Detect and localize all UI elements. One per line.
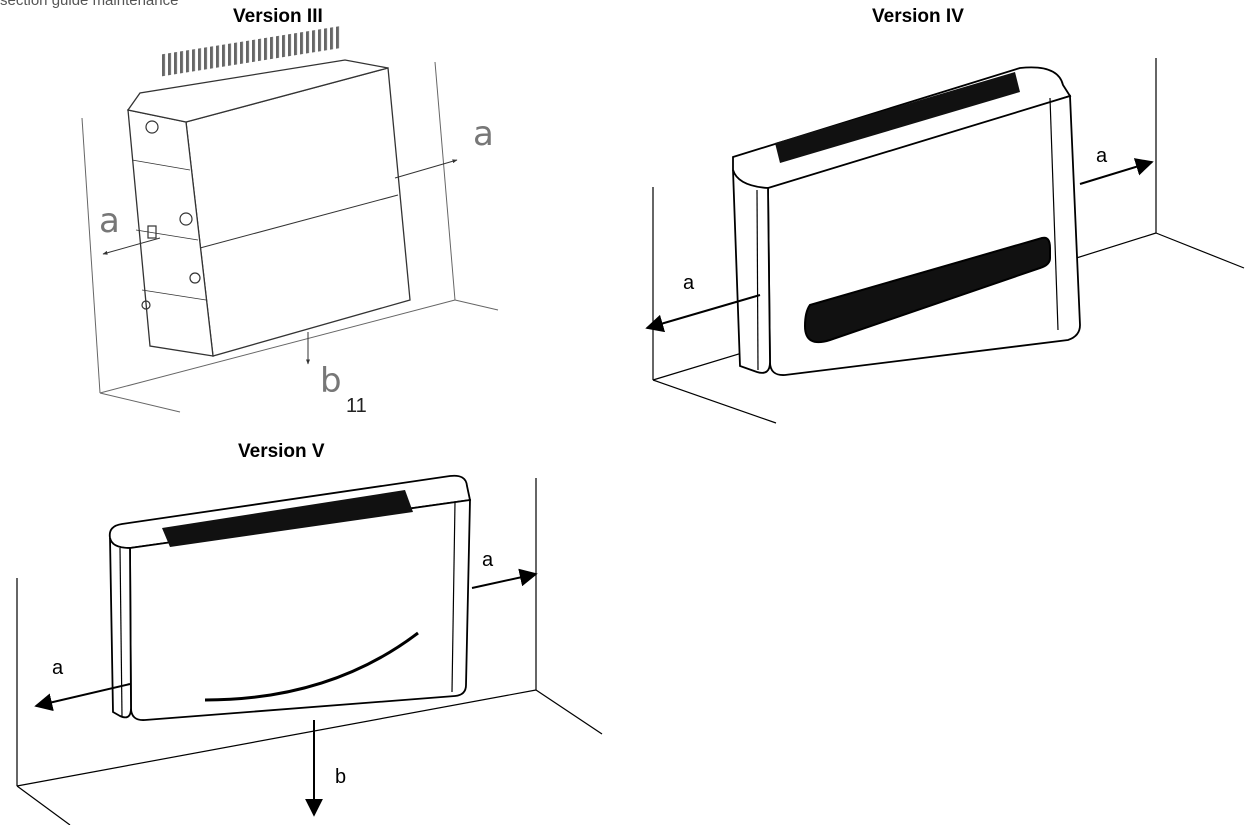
panel-title-version-v: Version V <box>238 441 325 462</box>
panel-title-version-iv: Version IV <box>872 6 964 27</box>
clearance-arrow-left <box>34 683 131 712</box>
clearance-label-right: a <box>473 114 494 154</box>
fan-coil-unit <box>126 59 411 357</box>
clearance-label-right: a <box>1096 145 1108 167</box>
front-grille <box>803 236 1051 344</box>
clearance-label-right: a <box>482 549 494 571</box>
clearance-label-bottom: b <box>320 361 342 401</box>
clearance-label-left: a <box>683 272 695 294</box>
top-grille <box>162 490 413 547</box>
panel-title-version-iii: Version III <box>233 6 323 27</box>
clearance-label-bottom: b <box>335 766 346 788</box>
clearance-arrow-right <box>471 568 538 589</box>
coil-fins <box>160 26 340 77</box>
clearance-label-left: a <box>52 657 64 679</box>
version-v-diagram: a a b <box>16 474 603 825</box>
top-grille <box>775 72 1020 163</box>
clearance-label-number: 11 <box>346 395 367 417</box>
version-iii-diagram: a a b 11 <box>81 26 499 417</box>
clearance-arrow-left <box>645 294 761 333</box>
room-lines <box>81 61 499 413</box>
clearance-arrow-right <box>394 159 458 179</box>
clearance-arrow-right <box>1079 158 1154 185</box>
front-slot <box>204 631 419 702</box>
unit-fittings <box>141 120 201 310</box>
clearance-arrow-left <box>102 237 161 255</box>
room-lines <box>652 58 1245 424</box>
version-iv-diagram: a a <box>645 58 1245 424</box>
page-caption: section guide maintenance <box>0 0 179 9</box>
clearance-label-left: a <box>99 201 120 241</box>
